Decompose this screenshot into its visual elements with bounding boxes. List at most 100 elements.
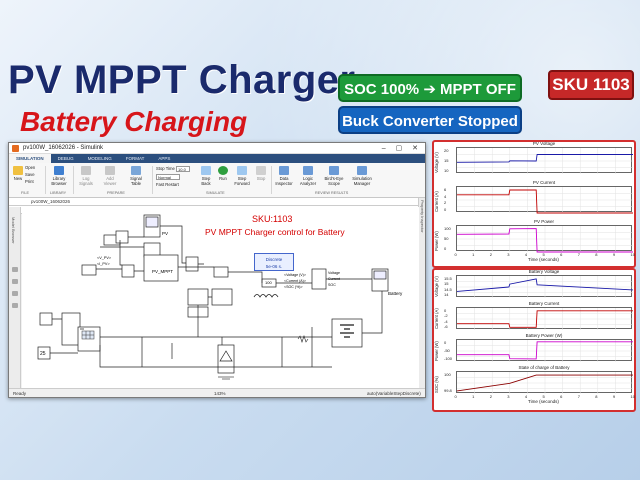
stop-icon [256,166,266,175]
scope-plot-area[interactable] [456,147,633,174]
scope-plot-area[interactable] [456,339,633,362]
ribbon-separator [152,166,153,194]
scope-y-axis-label: Voltage (V) [434,276,439,297]
scope-plot-svg [456,372,633,394]
pv-block-label: PV [162,231,169,236]
scope-plot-title: PV Current [532,180,556,185]
scope-y-tick: 0 [444,308,447,313]
ribbon-separator [45,166,46,194]
stop-time-input[interactable]: 10.0 [176,166,191,172]
discrete-line1: Discrete [265,257,283,262]
scope-y-tick: 100 [444,372,451,377]
series-line [457,310,633,328]
stop-time-label: Stop Time [156,166,175,172]
scope-x-tick: 7 [577,252,580,257]
tab-debug[interactable]: DEBUG [57,156,74,161]
property-inspector-label[interactable]: Property Inspector [420,200,425,233]
fast-restart-toggle[interactable]: Fast Restart [156,182,179,187]
matlab-logo-icon [12,145,19,152]
scope-y-tick: 20 [444,148,449,153]
sim-mode-select[interactable]: Normal [156,174,180,180]
scope-x-tick: 5 [542,394,545,399]
logic-analyzer-button[interactable]: Logic Analyzer [298,166,318,186]
series-line [456,374,633,392]
scope-y-tick: -50 [444,348,450,353]
stop-button[interactable]: Stop [255,166,267,181]
voltage-short-label: Voltage [328,271,340,275]
scope-plot-area[interactable] [456,225,633,253]
scope-y-tick: 15 [444,158,449,163]
add-viewer-button[interactable]: Add Viewer [101,166,119,186]
status-ready: Ready [13,391,27,396]
scope-x-tick: 9 [612,252,616,257]
series-line [457,341,633,360]
tab-format[interactable]: FORMAT [125,156,145,161]
run-button[interactable]: Run [217,166,229,181]
step-back-icon [201,166,211,175]
ribbon-toolbar: New Open Save Print FILE Library Browser… [9,163,425,198]
new-icon [13,166,23,175]
series-line [456,154,633,163]
new-button[interactable]: New [12,166,24,181]
scope-plot-title: Battery Power (W) [525,333,563,338]
scope-y-tick: 6 [444,187,447,192]
scope-x-tick: 1 [472,252,475,257]
log-signals-button[interactable]: Log Signals [77,166,95,186]
scope-y-tick: 14.5 [444,286,452,292]
sim-mode-value[interactable]: Normal [156,174,180,180]
window-controls[interactable]: – ▢ ✕ [381,145,422,152]
save-button[interactable]: Save [25,172,35,177]
current-bus-label: <Current (A)> [284,279,306,283]
right-toolbar: Property Inspector [418,198,425,389]
tab-modeling[interactable]: MODELING [87,156,112,161]
scope-y-tick: 10 [444,168,449,173]
scope-plot-area[interactable] [456,186,633,214]
image-icon[interactable] [12,303,18,308]
library-browser-button[interactable]: Library Browser [49,166,69,186]
step-back-button[interactable]: Step Back [199,166,213,186]
model-canvas[interactable]: SKU:1103 PV MPPT Charger control for Bat… [22,207,419,389]
scope-y-tick: -2 [444,313,448,319]
fast-restart-label: Fast Restart [156,182,179,187]
tab-simulation[interactable]: SIMULATION [9,154,51,163]
page-title: PV MPPT Charger [8,58,356,102]
window-titlebar: pv100W_16062026 - Simulink – ▢ ✕ [9,143,425,154]
scope-y-tick: 100 [444,226,451,231]
print-button[interactable]: Print [25,179,34,184]
zoom-icon[interactable] [12,267,18,272]
soc-status-badge: SOC 100% ➔ MPPT OFF [338,74,522,102]
vpv-label: <V_PV> [97,256,112,260]
scope-plot-area[interactable] [456,371,633,394]
block-diagram [37,214,389,380]
scope-y-tick: 99.8 [444,388,452,393]
tab-apps[interactable]: APPS [158,156,171,161]
address-bar[interactable]: pv100W_16062026 [9,198,425,206]
scope-plot-area[interactable] [456,307,633,330]
scope-x-tick: 4 [524,252,528,257]
signal-table-button[interactable]: Signal Table [126,166,146,186]
fit-icon[interactable] [12,279,18,284]
arrow-icon[interactable] [12,291,18,296]
scope-plot-svg [457,187,633,214]
scope-plot-area[interactable] [456,275,634,298]
run-icon [218,166,228,175]
scope-x-tick: 2 [489,252,492,257]
open-button[interactable]: Open [25,165,35,170]
scope-plot-svg [457,308,633,330]
left-toolbar: Model Browser [9,207,21,389]
scope-x-tick: 6 [560,252,563,257]
step-forward-button[interactable]: Step Forward [233,166,251,186]
simulation-manager-button[interactable]: Simulation Manager [349,166,375,186]
scope-x-tick: 3 [507,394,510,399]
status-solver[interactable]: auto(VariableStepDiscrete) [367,391,421,396]
stop-time-field[interactable]: Stop Time 10.0 [156,166,191,172]
model-browser-label[interactable]: Model Browser [11,217,16,244]
scope-y-axis-label: Current (A) [434,191,439,212]
powergui-discrete-block[interactable]: Discrete 5e-06 s. [254,253,294,271]
scope-x-tick: 0 [454,394,457,399]
scope-y-tick: 14 [444,292,449,297]
data-inspector-icon [279,166,289,175]
step-forward-icon [237,166,247,175]
birds-eye-scope-button[interactable]: Bird's-Eye Scope [323,166,345,186]
data-inspector-button[interactable]: Data Inspector [275,166,293,186]
